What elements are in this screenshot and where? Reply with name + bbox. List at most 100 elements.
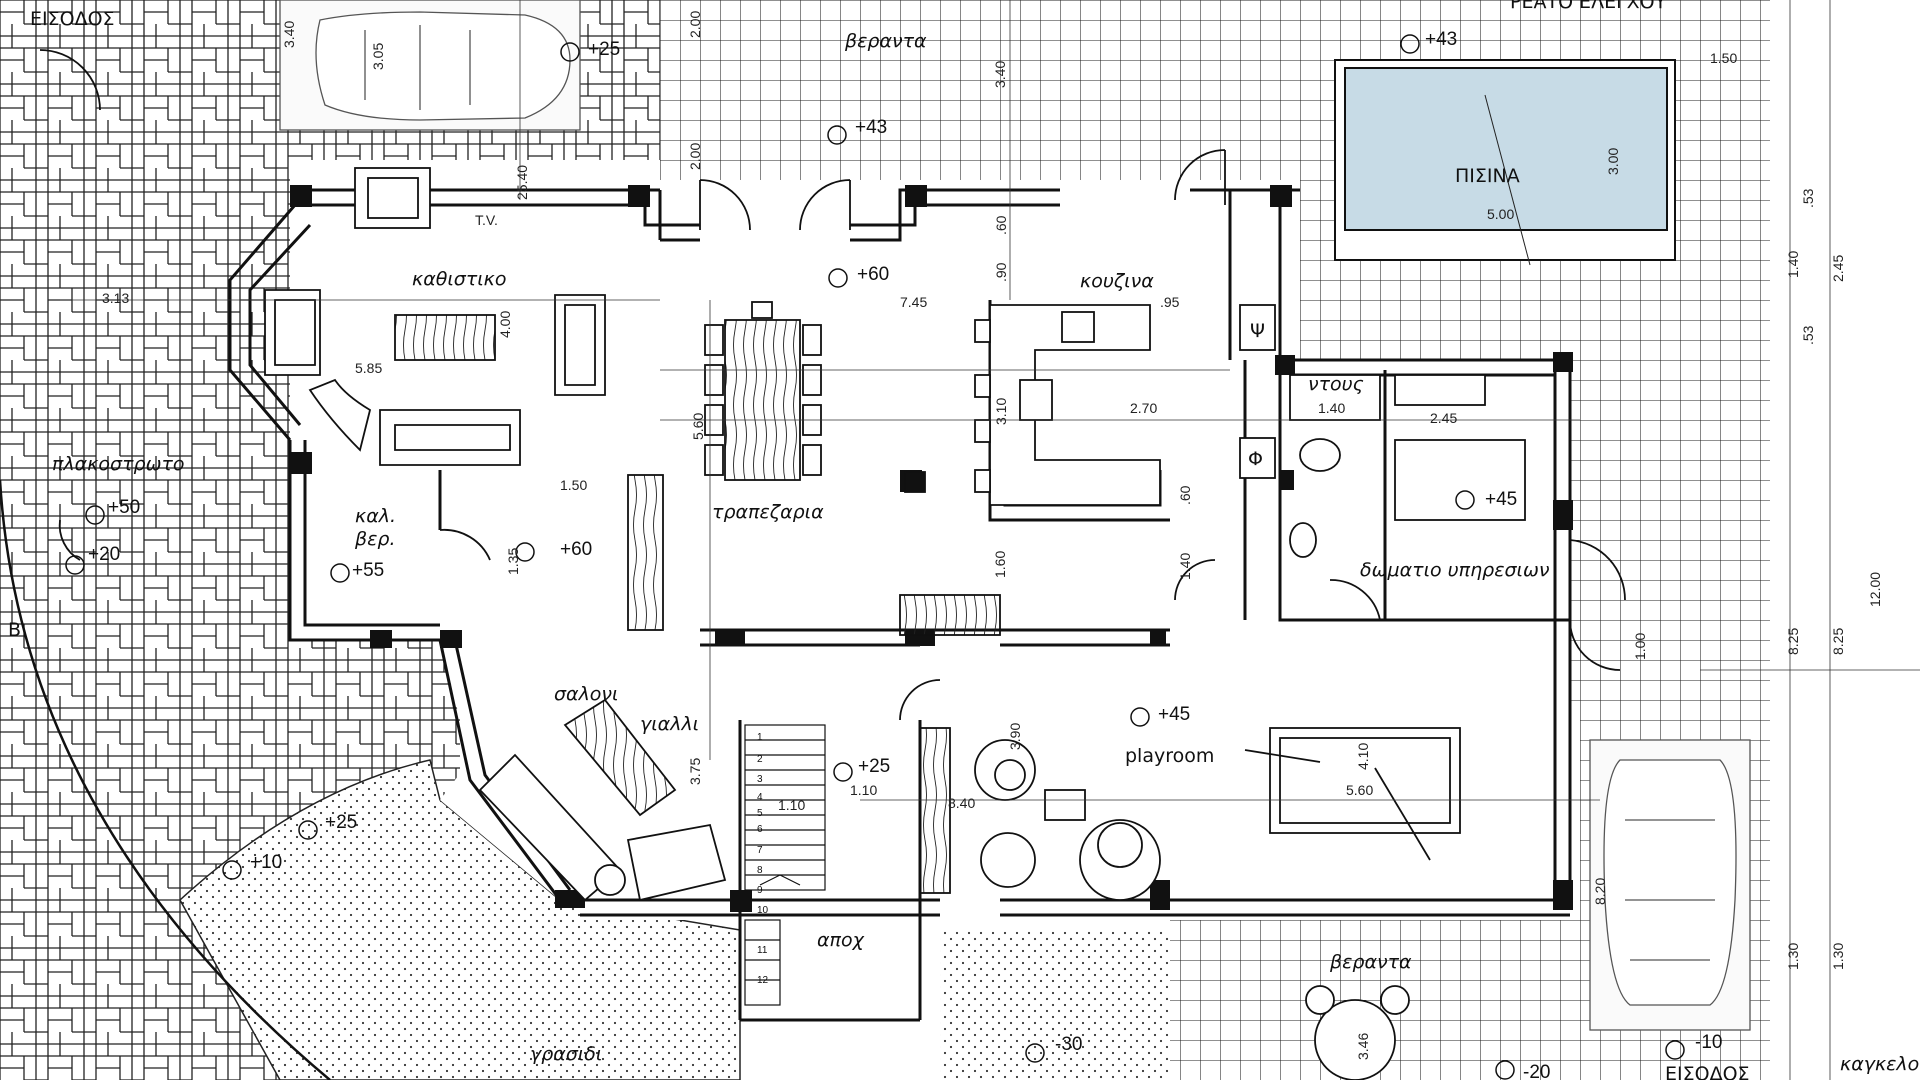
label-shower: ντους: [1308, 373, 1364, 395]
label-entrance-top: ΕΙΣΟΔΟΣ: [30, 8, 115, 30]
dimension-label: .60: [993, 215, 1009, 235]
fixture-psi: Ψ: [1250, 320, 1265, 342]
level-label: +45: [1158, 704, 1190, 725]
level-label: +43: [1425, 29, 1457, 50]
label-veranda-top: βεραντα: [844, 30, 927, 52]
dimension-label: 3.40: [992, 61, 1008, 88]
level-label: +55: [352, 560, 384, 581]
dimension-label: 8.20: [1592, 878, 1608, 905]
label-pool: ΠΙΣΙΝΑ: [1455, 165, 1520, 187]
dimension-label: 25.40: [514, 165, 530, 200]
dimension-labels: 3.40 3.05 2.00 3.40 2.00 25.40 3.13 5.85…: [102, 11, 1883, 1060]
dimension-label: 5.85: [355, 360, 382, 376]
level-labels: +25 +43 +43 +60 +50 +20 +55 +60 +45 +45 …: [88, 29, 1722, 1080]
label-plant-room: ΡΕΑΤΟ ΕΛΕΓΧΟΥ: [1510, 0, 1667, 13]
dimension-label: .60: [1177, 485, 1193, 505]
stair-step-number: 11: [757, 945, 768, 956]
level-label: +25: [588, 39, 620, 60]
dimension-label: 5.00: [1487, 206, 1514, 222]
car-top: [279, 0, 581, 131]
dimension-label: 1.30: [1785, 943, 1801, 970]
stair-step-number: 12: [757, 975, 769, 986]
label-kitchen: κουζινα: [1080, 270, 1154, 292]
stair-step-numbers: 1 2 3 4 5 6 7 8 9 10 11 12: [757, 732, 769, 986]
dimension-label: 7.45: [900, 294, 927, 310]
dimension-label: 4.00: [497, 311, 513, 338]
dimension-label: 3.90: [1007, 723, 1023, 750]
stair-step-number: 3: [757, 774, 763, 785]
label-glass: γιαλλι: [640, 713, 699, 735]
level-label: -10: [1695, 1032, 1722, 1053]
dimension-label: 2.45: [1430, 410, 1457, 426]
pool: [1334, 59, 1676, 266]
stair-step-number: 2: [757, 754, 763, 765]
label-wc: αποχ: [817, 929, 865, 951]
level-label: +45: [1485, 489, 1517, 510]
level-label: +20: [88, 544, 120, 565]
dimension-label: 12.00: [1867, 572, 1883, 607]
dimension-label: 2.70: [1130, 400, 1157, 416]
car-right: [1589, 739, 1751, 1031]
level-label: +10: [250, 852, 282, 873]
dimension-label: 1.40: [1177, 553, 1193, 580]
dimension-label: 1.10: [850, 782, 877, 798]
dimension-label: 8.40: [948, 795, 975, 811]
level-label: -30: [1055, 1034, 1082, 1055]
label-tv: T.V.: [475, 212, 498, 228]
dimension-label: 3.00: [1605, 148, 1621, 175]
label-entrance-bottom: ΕΙΣΟΔΟΣ: [1665, 1063, 1750, 1080]
fixture-phi: Φ: [1248, 448, 1263, 470]
doors: [39, 49, 1626, 721]
plot-boundary-arc: [0, 479, 331, 1080]
stair-step-number: 1: [757, 732, 763, 743]
dimension-label: 8.25: [1785, 628, 1801, 655]
dimension-label: 3.40: [281, 21, 297, 48]
dimension-label: .53: [1800, 325, 1816, 345]
room-labels: ΕΙΣΟΔΟΣ βεραντα ΡΕΑΤΟ ΕΛΕΓΧΟΥ ΠΙΣΙΝΑ T.V…: [8, 0, 1920, 1080]
label-playroom: playroom: [1125, 745, 1214, 767]
dimension-label: 3.05: [370, 43, 386, 70]
level-label: -20: [1523, 1062, 1550, 1080]
level-label: +60: [560, 539, 592, 560]
dimension-label: 4.10: [1355, 743, 1371, 770]
dimension-lines: [60, 0, 1920, 1080]
label-covered-veranda-2: βερ.: [354, 528, 396, 550]
stair-step-number: 5: [757, 808, 763, 819]
stairs: [744, 724, 826, 1006]
level-label: +50: [108, 497, 140, 518]
label-service-room: δωματιο υπηρεσιων: [1360, 559, 1550, 581]
dimension-label: 2.45: [1830, 255, 1846, 282]
dimension-label: 3.13: [102, 290, 129, 306]
dimension-label: 1.35: [505, 548, 521, 575]
dimension-label: 1.30: [1830, 943, 1846, 970]
level-markers: [65, 34, 1685, 1080]
stair-step-number: 6: [757, 824, 763, 835]
stair-step-number: 4: [757, 792, 763, 803]
level-label: +25: [858, 756, 890, 777]
label-fence: καγκελοστ: [1840, 1053, 1920, 1075]
label-dining: τραπεζαρια: [712, 501, 824, 523]
stair-step-number: 10: [757, 905, 769, 916]
dimension-label: 1.40: [1785, 251, 1801, 278]
level-label: +60: [857, 264, 889, 285]
dimension-label: 2.00: [687, 143, 703, 170]
dimension-label: 5.60: [1346, 782, 1373, 798]
label-grass: γρασιδι: [530, 1043, 602, 1065]
dimension-label: 3.75: [687, 758, 703, 785]
dimension-label: 3.10: [993, 398, 1009, 425]
label-paved: πλακοστρωτο: [52, 453, 185, 475]
stair-step-number: 7: [757, 845, 763, 856]
dimension-label: 1.10: [778, 797, 805, 813]
dimension-label: 1.60: [992, 551, 1008, 578]
dimension-label: 8.25: [1830, 628, 1846, 655]
label-covered-veranda-1: καλ.: [355, 505, 396, 527]
dimension-label: 5.60: [690, 413, 706, 440]
stair-step-number: 9: [757, 885, 763, 896]
dimension-label: 1.00: [1632, 633, 1648, 660]
dimension-label: 2.00: [687, 11, 703, 38]
dimension-label: 1.50: [1710, 50, 1737, 66]
furniture: [264, 167, 1526, 1080]
label-salon: σαλονι: [554, 683, 618, 705]
label-living: καθιστικο: [412, 268, 507, 290]
